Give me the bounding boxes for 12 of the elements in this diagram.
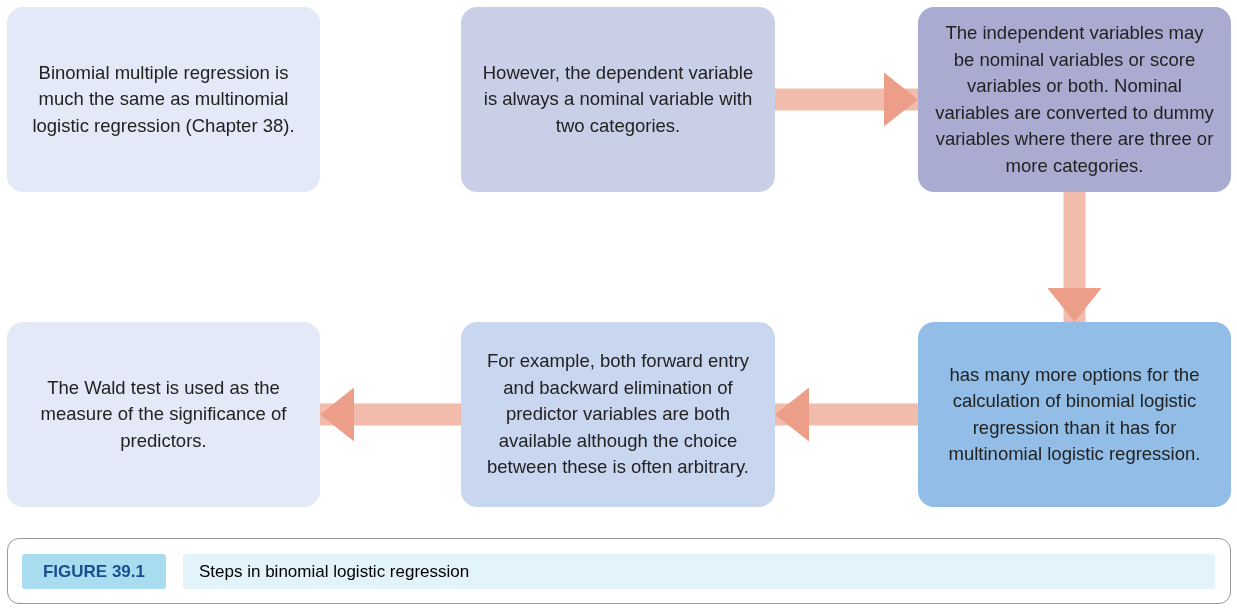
text-box: For example, both forward entry and backward elimination of predictor variables are both available although the choice between these is often arbitrary.	[461, 322, 775, 507]
figure-number: FIGURE 39.1	[22, 554, 166, 589]
text-box: The Wald test is used as the measure of the significance of predictors.	[7, 322, 320, 507]
text-box: has many more options for the calculation of binomial logistic regression than it has for multinomial logistic regression.	[918, 322, 1231, 507]
text-box: The independent variables may be nominal variables or score variables or both. Nominal variables are converted to dummy variables where there are three or more categories.	[918, 7, 1231, 192]
figure-caption: Steps in binomial logistic regression	[183, 554, 1215, 589]
text-box: Binomial multiple regression is much the same as multinomial logistic regression (Chapter 38).	[7, 7, 320, 192]
text-box: However, the dependent variable is always a nominal variable with two categories.	[461, 7, 775, 192]
arrow	[320, 387, 461, 442]
arrow	[775, 72, 918, 127]
arrow	[1047, 192, 1102, 322]
arrow	[775, 387, 918, 442]
